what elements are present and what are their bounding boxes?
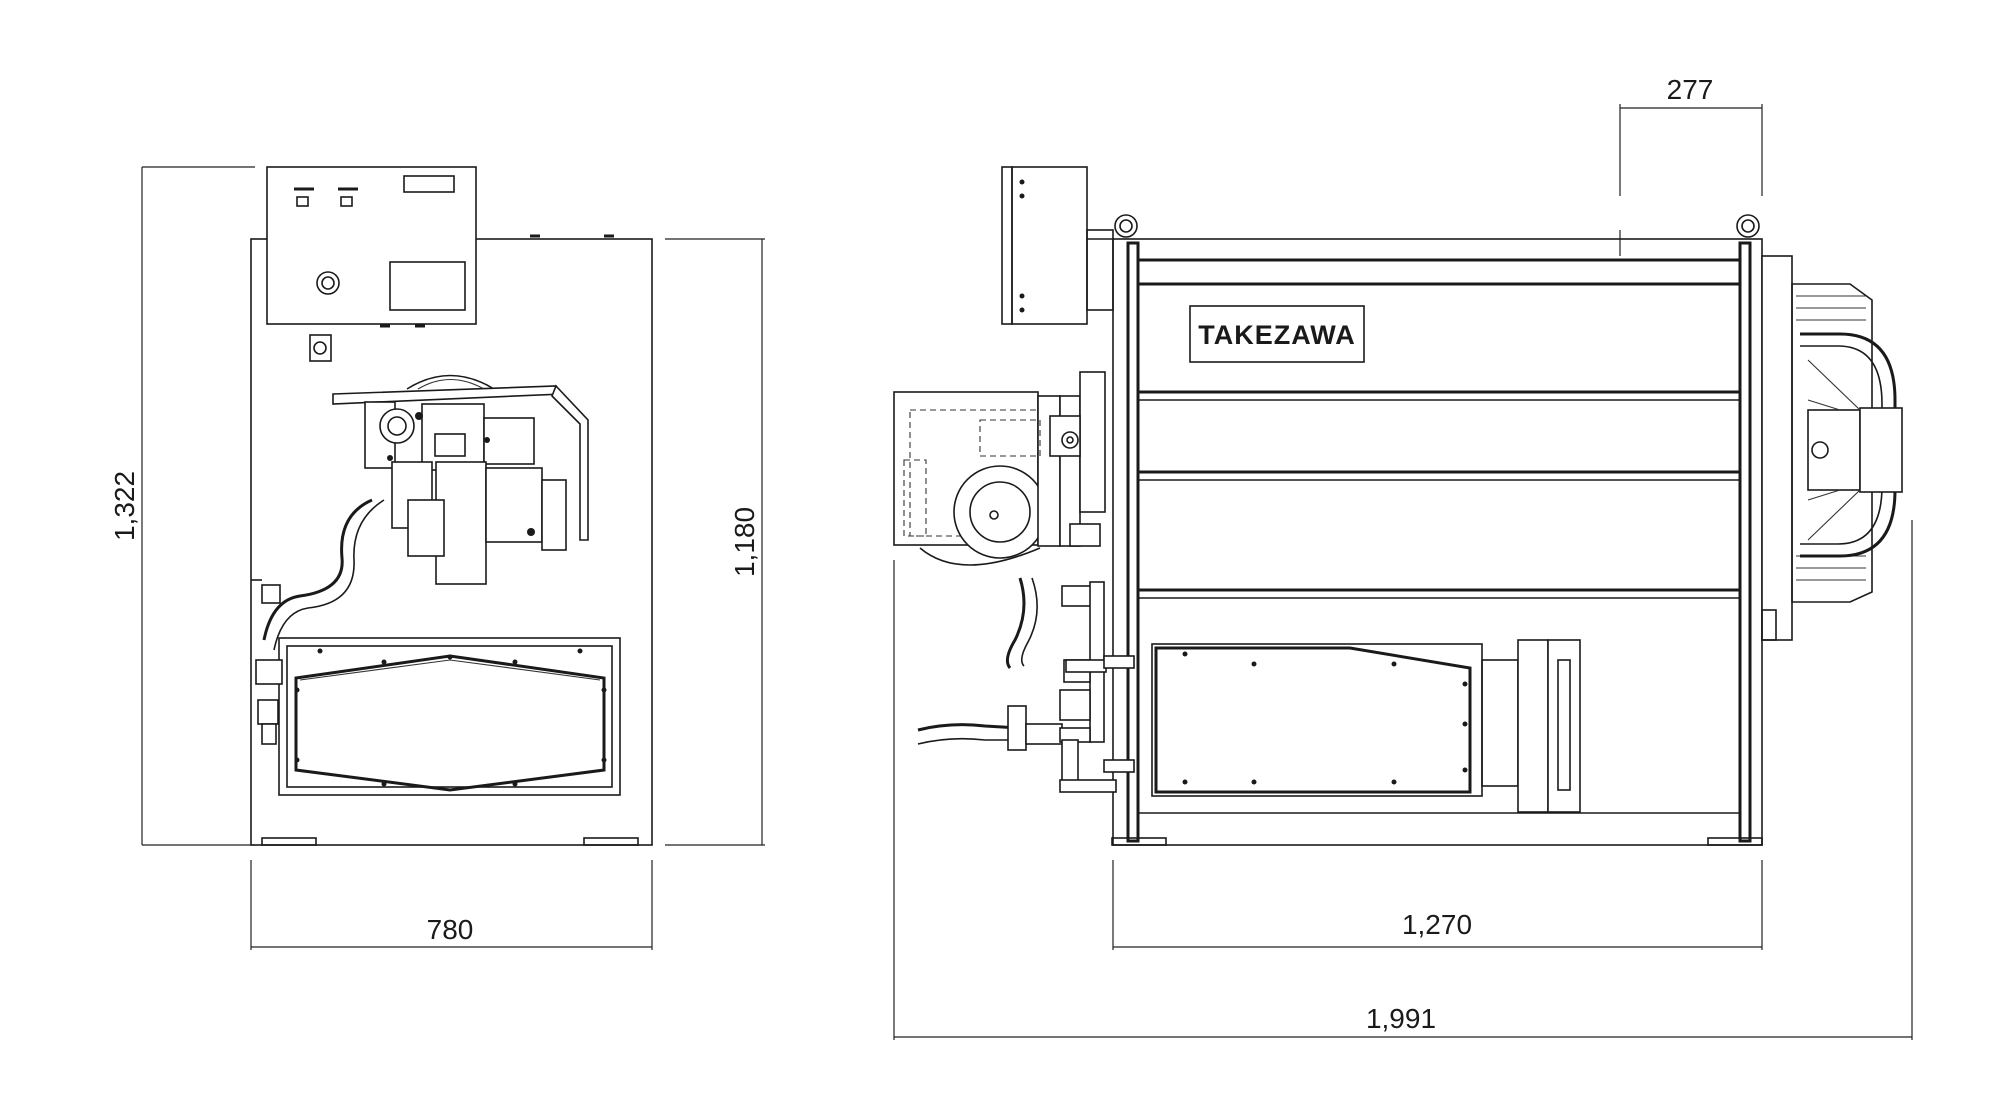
side-dimension-lines (893, 104, 1913, 1040)
front-view: 780 1,322 1,180 (109, 166, 765, 950)
side-access-panel (1111, 639, 1763, 846)
front-control-box (266, 166, 477, 328)
dim-front-width: 780 (427, 914, 474, 945)
front-dimension-lines (141, 166, 765, 950)
dim-front-body-height: 1,180 (729, 507, 760, 577)
side-burner-assembly (893, 371, 1135, 793)
lifting-eye-right-icon (1736, 214, 1760, 238)
lifting-eye-left-icon (1114, 214, 1138, 238)
dim-side-body-length: 1,270 (1402, 909, 1472, 940)
dim-fan-depth: 277 (1667, 74, 1714, 105)
knob-icon (316, 271, 340, 295)
brand-logo-frame (1189, 305, 1365, 363)
dim-front-total-height: 1,322 (109, 471, 140, 541)
side-fan-guard (1761, 255, 1903, 641)
side-view: TAKEZAWA (893, 74, 1913, 1040)
front-lower-panel (251, 579, 639, 846)
brand-logo: TAKEZAWA (1198, 320, 1356, 350)
dim-side-total-length: 1,991 (1366, 1003, 1436, 1034)
front-burner-assembly (261, 374, 589, 651)
side-control-box (1001, 166, 1114, 325)
